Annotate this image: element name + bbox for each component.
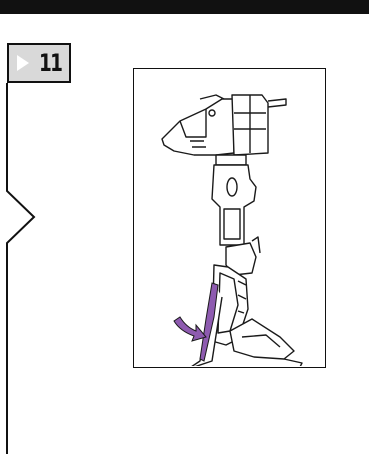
step-badge: 11 — [7, 43, 71, 83]
robot-figure — [161, 94, 303, 366]
instruction-illustration — [133, 68, 326, 368]
step-number: 11 — [39, 49, 63, 77]
top-rule — [0, 0, 369, 14]
play-arrow-icon — [17, 55, 29, 71]
rotate-arrow-icon — [173, 316, 207, 342]
